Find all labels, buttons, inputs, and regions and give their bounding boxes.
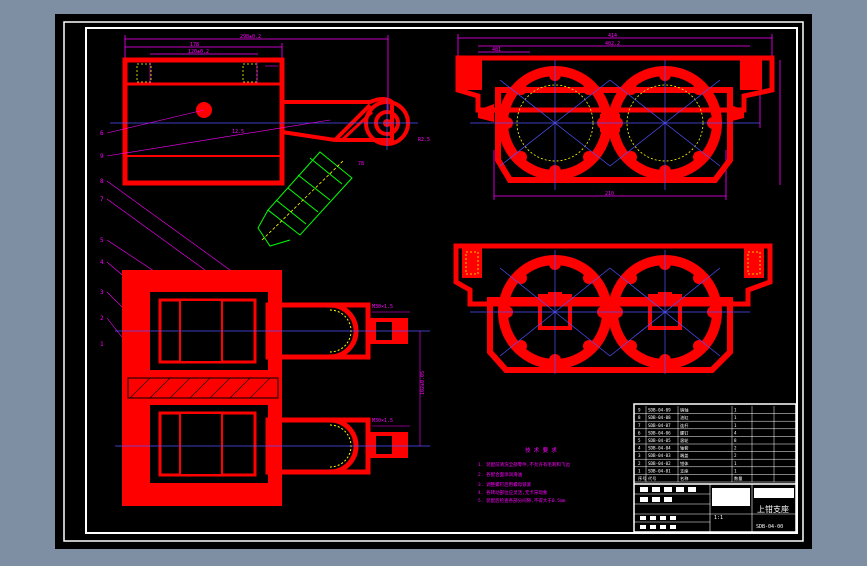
bom-header-row[interactable]: 序号代号 名称 数量 bbox=[638, 475, 742, 482]
bom-cell-no: 7 bbox=[638, 423, 641, 428]
dim-inner-b: 120±0.2 bbox=[188, 49, 209, 55]
tech-item-2: 2. 各配合面涂润滑油 bbox=[478, 471, 523, 478]
bom-cell-qty: 数量 bbox=[734, 475, 742, 482]
bom-row[interactable]: 2 SDB-04-02 钳体 1 bbox=[638, 460, 737, 467]
bom-cell-code: SDB-04-06 bbox=[648, 430, 671, 435]
bom-cell-name: 钳体 bbox=[680, 460, 689, 467]
dim-right-inner: 402.2 bbox=[605, 41, 620, 47]
bom-cell-name: 端盖 bbox=[680, 452, 688, 459]
bom-cell-code: SDB-04-04 bbox=[648, 446, 671, 451]
dim-center-distance: 102±0.05 bbox=[420, 371, 426, 395]
dim-bottom-width: 210 bbox=[605, 191, 614, 197]
bom-cell-code: SDB-04-05 bbox=[648, 438, 671, 443]
bom-cell-qty: 1 bbox=[734, 423, 737, 428]
dim-thread-lower: M30×1.5 bbox=[372, 418, 393, 424]
dim-cylinder: 78 bbox=[358, 161, 364, 167]
tech-item-3: 3. 调整螺钉后用螺母锁紧 bbox=[478, 481, 532, 488]
bom-cell-no: 序号 bbox=[638, 475, 646, 482]
bom-cell-code: SDB-04-02 bbox=[648, 461, 671, 466]
bom-cell-no: 6 bbox=[638, 430, 641, 435]
tech-item-1: 1. 装配前清洗全部零件,不允许有毛刺和飞边 bbox=[478, 461, 570, 468]
dim-right-left: 481 bbox=[492, 47, 501, 53]
bom-row[interactable]: 6 SDB-04-06 螺钉 4 bbox=[638, 429, 737, 436]
bottom-plate[interactable] bbox=[453, 243, 773, 307]
dim-inner-a: 178 bbox=[190, 42, 199, 48]
bom-cell-qty: 1 bbox=[734, 408, 737, 413]
scale-label: 1:1 bbox=[714, 515, 723, 521]
bom-row[interactable]: 4 SDB-04-04 轴套 2 bbox=[638, 445, 737, 452]
connecting-arm[interactable] bbox=[280, 97, 394, 142]
dim-overall: 298±0.2 bbox=[240, 34, 261, 40]
hydraulic-cylinder[interactable] bbox=[257, 151, 353, 247]
part-balloons[interactable]: 6 9 8 7 5 4 3 2 1 bbox=[100, 109, 331, 348]
bom-row[interactable]: 1 SDB-04-01 支座 1 bbox=[638, 467, 737, 474]
inner-frame bbox=[85, 27, 798, 534]
tech-title: 技 术 要 求 bbox=[525, 446, 557, 454]
dim-right-overall: 414 bbox=[608, 33, 617, 39]
bom-cell-qty: 8 bbox=[734, 438, 737, 443]
balloon-7[interactable]: 7 bbox=[100, 196, 104, 203]
balloon-4[interactable]: 4 bbox=[100, 259, 104, 266]
dim-thread-upper: M30×1.5 bbox=[372, 304, 393, 310]
balloon-5[interactable]: 5 bbox=[100, 237, 104, 244]
bom-cell-qty: 1 bbox=[734, 415, 737, 420]
bom-cell-name: 销轴 bbox=[680, 407, 688, 414]
top-right-view[interactable]: 414 402.2 481 bbox=[455, 33, 781, 200]
balloon-1[interactable]: 1 bbox=[100, 341, 104, 348]
bom-cell-no: 3 bbox=[638, 453, 641, 458]
bom-cell-name: 轴套 bbox=[680, 445, 689, 452]
bom-cell-name: 连杆 bbox=[680, 422, 689, 429]
bom-cell-name: 名称 bbox=[680, 475, 688, 482]
drawing-number: SDB-04-00 bbox=[756, 524, 783, 530]
bom-cell-qty: 4 bbox=[734, 430, 737, 435]
bom-cell-name: 支座 bbox=[680, 467, 688, 474]
middle-right-view[interactable]: 210 bbox=[453, 191, 773, 374]
dim-small: 12.5 bbox=[232, 129, 244, 135]
top-left-view[interactable]: 298±0.2 178 120±0.2 R2.5 bbox=[110, 34, 430, 247]
bom-cell-qty: 1 bbox=[734, 461, 737, 466]
bottom-left-section[interactable]: M30×1.5 M30×1.5 102±0.05 bbox=[115, 270, 430, 506]
bom-cell-name: 滚轮 bbox=[680, 437, 689, 444]
outer-frame bbox=[63, 21, 804, 542]
bom-cell-code: SDB-04-08 bbox=[648, 415, 671, 420]
balloon-2[interactable]: 2 bbox=[100, 315, 104, 322]
bom-row[interactable]: 9 SDB-04-09 销轴 1 bbox=[638, 407, 737, 414]
bom-row[interactable]: 3 SDB-04-03 端盖 2 bbox=[638, 452, 737, 459]
bom-cell-no: 9 bbox=[638, 408, 641, 413]
balloon-9[interactable]: 9 bbox=[100, 153, 104, 160]
bom-row[interactable]: 7 SDB-04-07 连杆 1 bbox=[638, 422, 737, 429]
bom-cell-no: 4 bbox=[638, 446, 641, 451]
bom-cell-no: 2 bbox=[638, 461, 641, 466]
technical-requirements: 技 术 要 求 1. 装配前清洗全部零件,不允许有毛刺和飞边 2. 各配合面涂润… bbox=[478, 446, 570, 504]
tech-item-4: 4. 各转动部位应灵活,无卡滞现象 bbox=[478, 489, 548, 496]
bom-cell-no: 1 bbox=[638, 468, 641, 473]
bom-row[interactable]: 5 SDB-04-05 滚轮 8 bbox=[638, 437, 737, 444]
balloon-8[interactable]: 8 bbox=[100, 178, 104, 185]
bom-cell-qty: 2 bbox=[734, 453, 737, 458]
tech-item-5: 5. 装配后检查各部分间隙,不得大于0.5mm bbox=[478, 497, 566, 504]
dim-r: R2.5 bbox=[418, 137, 430, 143]
bom-cell-qty: 1 bbox=[734, 468, 737, 473]
balloon-6[interactable]: 6 bbox=[100, 130, 104, 137]
drawing-title: 上钳支座 bbox=[757, 504, 789, 514]
twin-housing[interactable] bbox=[495, 87, 733, 183]
balloon-3[interactable]: 3 bbox=[100, 289, 104, 296]
bom-cell-code: SDB-04-07 bbox=[648, 423, 671, 428]
bom-cell-code: 代号 bbox=[648, 475, 656, 482]
bom-cell-no: 8 bbox=[638, 415, 641, 420]
bom-cell-code: SDB-04-01 bbox=[648, 468, 671, 473]
bom-cell-name: 螺钉 bbox=[680, 429, 689, 436]
bom-cell-code: SDB-04-03 bbox=[648, 453, 671, 458]
bom-cell-no: 5 bbox=[638, 438, 641, 443]
bom-cell-code: SDB-04-09 bbox=[648, 408, 671, 413]
bom-row[interactable]: 8 SDB-04-08 油缸 1 bbox=[638, 414, 737, 421]
bom-cell-name: 油缸 bbox=[680, 414, 689, 421]
bom-cell-qty: 2 bbox=[734, 446, 737, 451]
